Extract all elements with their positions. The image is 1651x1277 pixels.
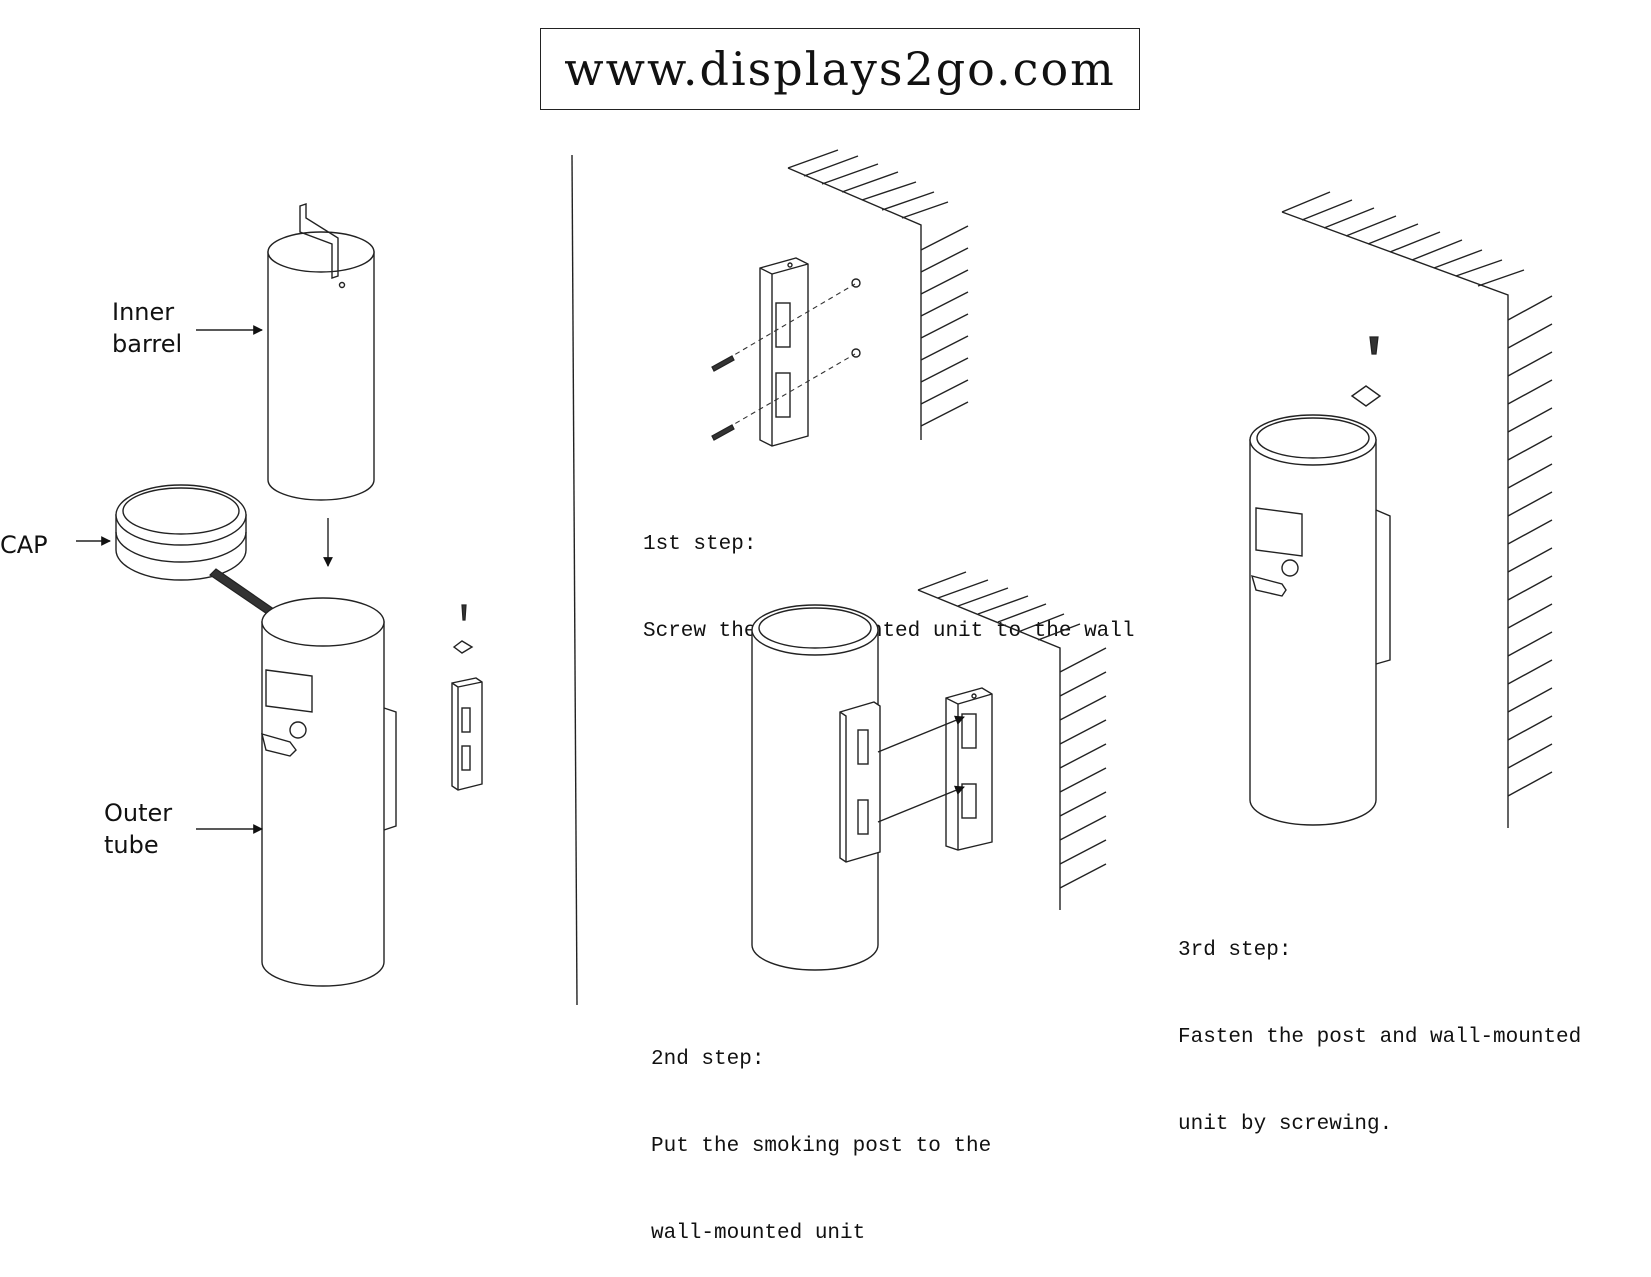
inner-barrel	[267, 203, 375, 501]
screw-icon	[461, 604, 467, 621]
ash-window	[265, 669, 313, 713]
wall-anchor-icon	[851, 278, 861, 288]
step-1-guide-line	[711, 283, 856, 369]
step-2-arrow	[877, 785, 965, 823]
cap-label: CAP	[0, 531, 48, 559]
mount-parts-exploded	[451, 604, 483, 791]
step-1-guide-line	[711, 353, 856, 438]
step-2-post-bracket	[839, 701, 881, 863]
screw-icon	[711, 355, 735, 372]
wall-anchor-icon	[851, 348, 861, 358]
screw-icon	[711, 424, 735, 441]
step-2-mount-unit	[945, 687, 993, 851]
screw-icon	[1369, 336, 1379, 355]
outer-tube	[261, 597, 397, 987]
step-2-wall	[917, 571, 1107, 910]
website-banner: www.displays2go.com	[540, 28, 1140, 110]
step-1-mount-unit	[759, 257, 809, 447]
washer-icon	[452, 640, 474, 654]
step-2-arrow	[877, 715, 965, 753]
barrel-handle	[299, 203, 339, 279]
inner-barrel-label: Inner barrel	[112, 298, 183, 358]
washer-icon	[1350, 385, 1382, 407]
section-divider	[571, 154, 578, 1006]
ash-window	[1255, 507, 1303, 557]
step-1-wall	[787, 149, 969, 440]
assembly-diagram	[76, 149, 1553, 1006]
step-3-wall	[1281, 191, 1553, 828]
outer-tube-label: Outer tube	[104, 799, 173, 859]
step-3-assembled-post	[1249, 414, 1391, 826]
cap-part	[115, 484, 247, 581]
